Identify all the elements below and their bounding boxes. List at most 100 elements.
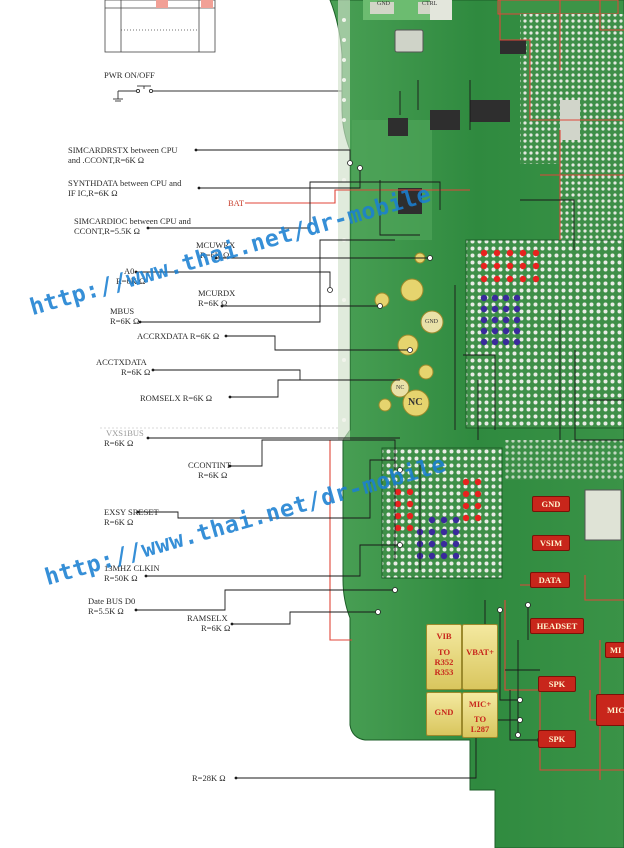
bga-ball-blue: [452, 552, 460, 560]
label-pwr-on-off: PWR ON/OFF: [104, 70, 155, 80]
bga-ball-blue: [480, 327, 488, 335]
bga-ball-blue: [491, 305, 499, 313]
bga-ball-red: [474, 502, 482, 510]
board-label-nc-small: NC: [396, 385, 405, 391]
bga-ball-blue: [502, 305, 510, 313]
bga-ball-red: [506, 249, 514, 257]
bga-ball-blue: [428, 516, 436, 524]
red-board-traces: [245, 0, 624, 780]
bga-ball-blue: [440, 540, 448, 548]
label-romselx: ROMSELX R=6K Ω: [140, 393, 213, 403]
bga-ball-blue: [452, 528, 460, 536]
pad-gnd: GND: [532, 496, 570, 512]
bga-ball-blue: [491, 316, 499, 324]
bga-ball-red: [532, 262, 540, 270]
bga-ball-red: [462, 514, 470, 522]
bga-ball-blue: [428, 552, 436, 560]
bga-ball-red: [506, 275, 514, 283]
bga-ball-red: [462, 478, 470, 486]
pad-headset: HEADSET: [530, 618, 584, 634]
bga-ball-blue: [480, 316, 488, 324]
bga-ball-blue: [480, 338, 488, 346]
bga-ball-red: [493, 275, 501, 283]
bga-ball-blue: [513, 305, 521, 313]
bga-ball-blue: [440, 516, 448, 524]
contact-gnd-bottom: GND: [426, 692, 462, 736]
contact-mic-plus: MIC+ TO L287: [462, 692, 498, 738]
bga-ball-red: [394, 524, 402, 532]
bga-ball-blue: [480, 294, 488, 302]
bga-ball-red: [394, 488, 402, 496]
label-accrxdata: ACCRXDATA R=6K Ω: [137, 331, 220, 341]
bga-ball-blue: [491, 294, 499, 302]
contact-vib: VIB TO R352 R353: [426, 624, 462, 690]
bga-ball-red: [462, 490, 470, 498]
bga-ball-red: [462, 502, 470, 510]
bga-ball-blue: [428, 528, 436, 536]
bga-ball-red: [406, 512, 414, 520]
board-label-ctrl-top: CTRL: [422, 1, 438, 7]
bga-ball-blue: [513, 338, 521, 346]
upper-bga-blue-balls: [480, 294, 521, 346]
bga-ball-red: [394, 500, 402, 508]
bga-ball-red: [506, 262, 514, 270]
bga-ball-blue: [480, 305, 488, 313]
bga-ball-red: [519, 275, 527, 283]
bga-ball-blue: [502, 294, 510, 302]
bga-ball-red: [532, 275, 540, 283]
bga-ball-blue: [440, 528, 448, 536]
board-label-gnd-round: GND: [425, 319, 438, 325]
contact-dots: [327, 160, 543, 743]
bga-ball-red: [474, 478, 482, 486]
bga-ball-blue: [513, 327, 521, 335]
board-label-nc-big: NC: [408, 397, 423, 408]
bga-ball-red: [394, 512, 402, 520]
lower-bga-red-balls: [394, 478, 482, 532]
smd-components: [388, 0, 622, 541]
bga-ball-blue: [513, 294, 521, 302]
pad-vsim: VSIM: [532, 535, 570, 551]
bga-ball-red: [480, 249, 488, 257]
bga-ball-blue: [440, 552, 448, 560]
pad-mi: MI: [605, 642, 624, 658]
pad-spk-2: SPK: [538, 730, 576, 748]
bga-ball-blue: [491, 327, 499, 335]
bga-ball-blue: [491, 338, 499, 346]
bga-ball-blue: [452, 540, 460, 548]
bga-ball-blue: [452, 516, 460, 524]
pad-spk-1: SPK: [538, 676, 576, 692]
bga-ball-blue: [502, 327, 510, 335]
upper-bga-chip: [465, 239, 624, 429]
bga-ball-blue: [428, 540, 436, 548]
bga-ball-red: [519, 262, 527, 270]
bga-ball-red: [480, 275, 488, 283]
bga-ball-red: [493, 249, 501, 257]
label-r-28k: R=28K Ω: [192, 773, 226, 783]
bga-ball-red: [480, 262, 488, 270]
bga-ball-red: [493, 262, 501, 270]
contact-vbat: VBAT+: [462, 624, 498, 690]
bga-ball-red: [532, 249, 540, 257]
bga-ball-red: [406, 500, 414, 508]
label-arrow-tips: [134, 148, 238, 780]
pad-mic-right: MIC: [596, 694, 624, 726]
bga-ball-red: [406, 524, 414, 532]
round-test-pads: [374, 252, 434, 412]
leader-lines: [136, 80, 624, 779]
